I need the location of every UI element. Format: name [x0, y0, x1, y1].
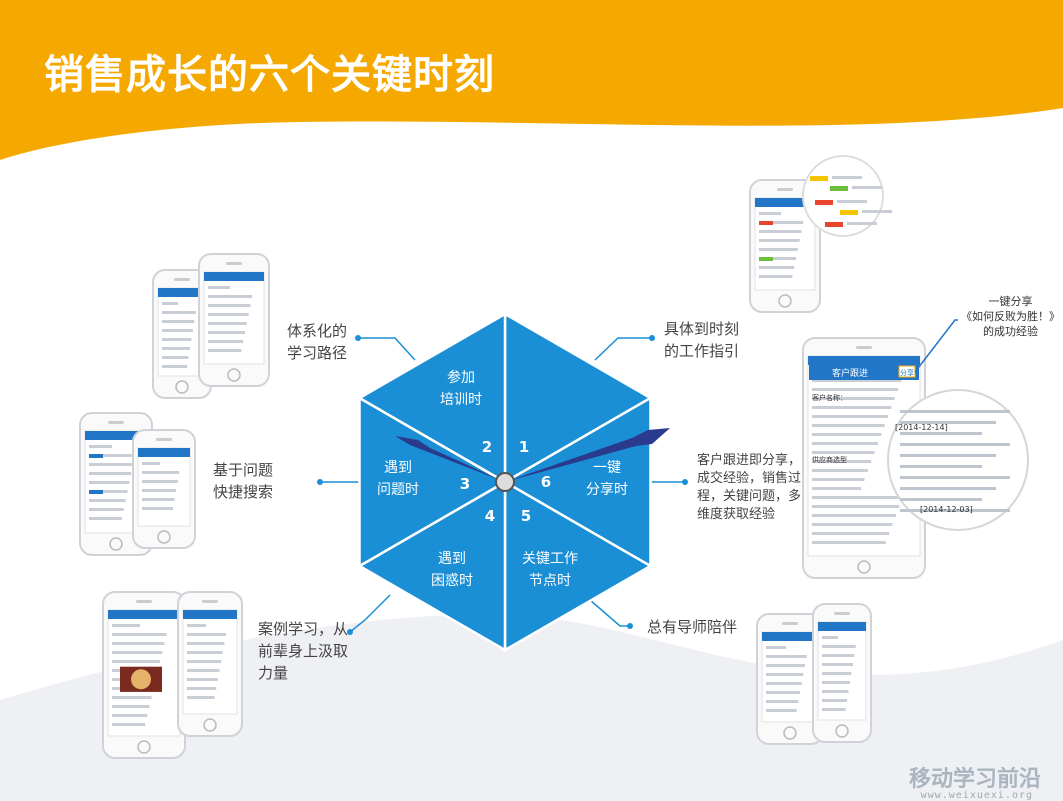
connector-dot [627, 623, 633, 629]
hex-segment-label: 问题时 [377, 482, 419, 498]
clock-center-pin [495, 472, 515, 492]
phone-mockup [177, 591, 243, 737]
hex-segment-number: 3 [460, 475, 470, 493]
connector-dot [347, 629, 353, 635]
phone-screen-text: 分享 [900, 368, 914, 377]
hex-segment-number: 4 [485, 507, 495, 525]
hex-segment-label: 遇到 [438, 551, 466, 567]
annotation-share-experience: 客户跟进即分享， 成交经验，销售过 程，关键问题，多 维度获取经验 [697, 453, 802, 522]
phone-screen-text: [2014-12-03] [920, 505, 973, 514]
phone-mockup [132, 429, 196, 549]
hex-segment-label: 培训时 [440, 392, 482, 408]
annotation-learning-path: 体系化的 学习路径 [287, 322, 348, 362]
connector-line [594, 337, 652, 361]
hex-segment-label: 节点时 [529, 573, 571, 589]
share-callout: 一键分享 《如何反败为胜！》 的成功经验 [961, 295, 1060, 338]
phone-mockup [102, 591, 186, 759]
hex-segment-label: 困惑时 [431, 573, 473, 589]
hex-segment-number: 5 [521, 507, 531, 525]
hex-segment [357, 311, 507, 485]
annotation-mentor: 总有导师陪伴 [647, 618, 738, 636]
connector-lines [317, 335, 688, 635]
connector-dot [355, 335, 361, 341]
hex-segment-number: 1 [519, 438, 529, 456]
page-title: 销售成长的六个关键时刻 [44, 52, 495, 98]
connector-line [349, 594, 391, 633]
hex-segment-label: 参加 [447, 369, 475, 386]
phone-mockup [749, 179, 821, 313]
callout-line [914, 319, 958, 373]
watermark-url: www.weixuexi.org [920, 790, 1033, 801]
phone-mockup [812, 603, 872, 743]
hex-segment-label: 分享时 [586, 481, 628, 498]
phone-screen-text: 客户跟进 [832, 367, 868, 379]
minute-hand [505, 428, 670, 482]
hexagon-segments [357, 311, 653, 653]
hex-segment-label: 遇到 [384, 460, 412, 476]
annotation-search: 基于问题 快捷搜索 [213, 461, 274, 501]
connector-dot [682, 479, 688, 485]
annotation-case-study: 案例学习，从 前辈身上汲取 力量 [258, 620, 349, 682]
clock-hands [395, 428, 670, 492]
hex-segment-label: 关键工作 [522, 551, 578, 567]
hex-segment-number: 6 [541, 473, 551, 491]
phone-screen-text: 供应商选型 [812, 455, 847, 464]
phone-screen-text: [2014-12-14] [895, 423, 948, 432]
bottom-wave [0, 614, 1063, 801]
phone-screen-text: 客户名称： [812, 393, 847, 402]
connector-line [589, 599, 630, 627]
magnifier-circle [802, 155, 892, 237]
phone-mockup [756, 613, 824, 745]
hex-segment-label: 一键 [593, 460, 621, 476]
hour-hand [395, 436, 505, 482]
phone-mockup [198, 253, 270, 387]
connector-line [358, 337, 416, 361]
watermark: 移动学习前沿 [908, 767, 1041, 792]
connector-dot [649, 335, 655, 341]
title-banner [0, 0, 1063, 160]
connector-dot [317, 479, 323, 485]
magnifier-circle [887, 389, 1029, 531]
hex-segment-number: 2 [482, 438, 492, 456]
phone-mockup [802, 337, 926, 579]
annotation-work-guide: 具体到时刻 的工作指引 [664, 320, 740, 360]
